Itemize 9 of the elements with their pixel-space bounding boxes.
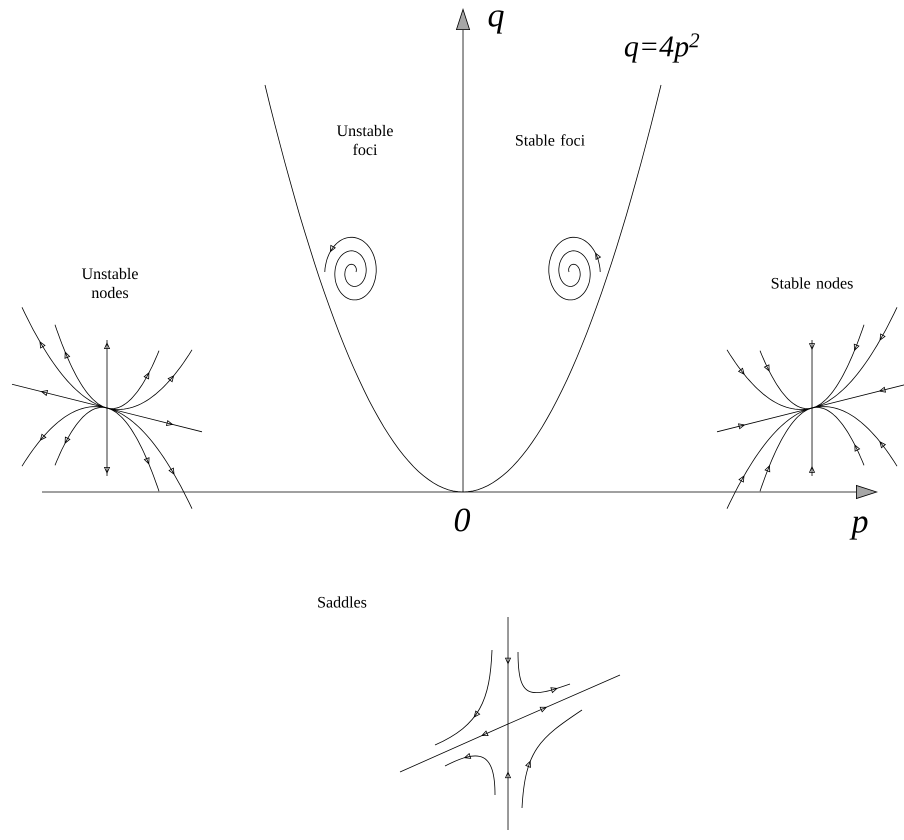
- region-label: Unstable nodes: [82, 268, 138, 298]
- curve-equation: q=4p$^{2}$: [624, 33, 700, 63]
- axis-label: q: [488, 10, 504, 34]
- origin-label: 0: [454, 508, 470, 532]
- region-label: Saddles: [318, 596, 366, 608]
- axis-label: p: [850, 516, 868, 540]
- region-label: Stable nodes: [772, 277, 853, 289]
- region-label: Unstable foci: [336, 124, 393, 156]
- region-label: Stable foci: [516, 134, 585, 146]
